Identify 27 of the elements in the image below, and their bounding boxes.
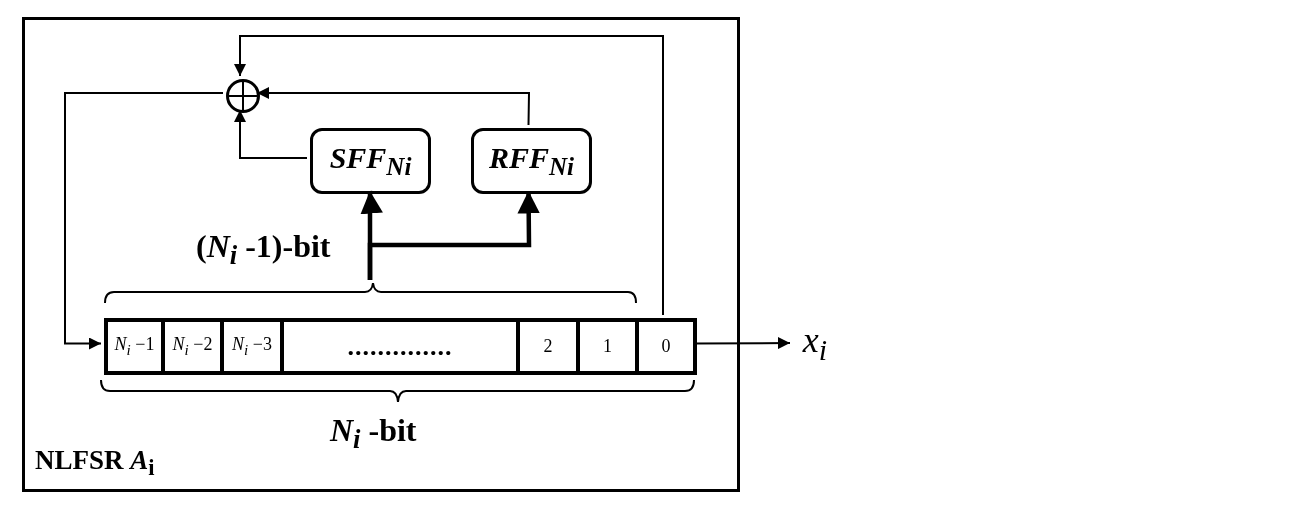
register-cell — [578, 318, 637, 375]
cell-label: 1 — [603, 336, 612, 357]
brace — [104, 283, 637, 303]
function-box — [310, 128, 431, 194]
arrow — [64, 92, 224, 350]
arrow — [234, 35, 664, 316]
bus-width-label: (N$_{i}$ -1)-bit — [196, 228, 331, 272]
function-box — [471, 128, 592, 194]
cell-label: N$_{i}$ −2 — [172, 334, 213, 359]
register-cell — [163, 318, 222, 375]
cell-label: 2 — [543, 336, 553, 357]
register-title: NLFSR A$_{i}$ — [35, 444, 155, 481]
register-cell — [282, 318, 518, 375]
register-cell — [518, 318, 578, 375]
register-cell — [637, 318, 697, 375]
cell-label: 0 — [661, 336, 671, 357]
cell-label: N$_{i}$ −1 — [114, 334, 155, 359]
cell-label: .............. — [347, 331, 453, 362]
function-label: RFF$_{Ni}$ — [489, 141, 574, 181]
register-cell — [222, 318, 282, 375]
output-label: x$_{i}$ — [802, 318, 828, 368]
function-label: SFF$_{Ni}$ — [329, 141, 412, 181]
register-cell — [104, 318, 163, 375]
xor-symbol — [226, 79, 260, 113]
nlfsr-frame — [22, 17, 740, 492]
cell-label: N$_{i}$ −3 — [232, 334, 272, 359]
register-width-label: N$_{i}$ -bit — [330, 412, 417, 456]
